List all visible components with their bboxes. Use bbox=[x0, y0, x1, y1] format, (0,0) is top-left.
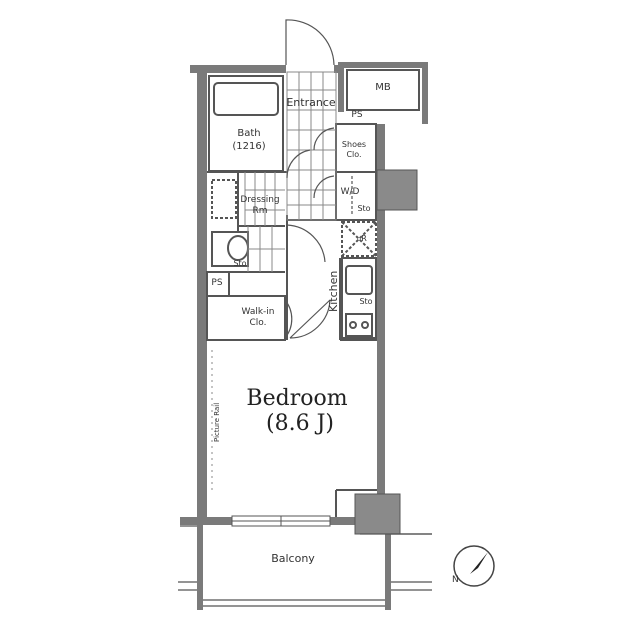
label-dressing: Dressing bbox=[240, 195, 280, 205]
kitchen-counter bbox=[341, 257, 377, 339]
bedroom-door bbox=[289, 299, 331, 339]
label-picture-rail: Picture Rail bbox=[213, 402, 221, 442]
label-north: N bbox=[452, 575, 459, 585]
label-dressing-rm: Rm bbox=[252, 206, 268, 216]
walkin-closet bbox=[206, 295, 286, 341]
burner-1 bbox=[349, 321, 357, 329]
balcony-rail bbox=[178, 525, 432, 607]
balcony-wall-right bbox=[385, 525, 391, 610]
windows bbox=[231, 515, 331, 527]
entrance-door bbox=[285, 19, 335, 66]
stove bbox=[345, 313, 373, 337]
columns bbox=[354, 169, 418, 535]
bath-door bbox=[286, 149, 311, 179]
mb-wall-left bbox=[338, 62, 344, 112]
label-ps-left: PS bbox=[211, 278, 223, 288]
mb-wall-top bbox=[338, 62, 428, 68]
label-refrigerator: R bbox=[361, 234, 367, 243]
column-bottom-right bbox=[354, 493, 401, 535]
burner-2 bbox=[361, 321, 369, 329]
walkin-door bbox=[284, 299, 293, 339]
fridge bbox=[341, 221, 377, 257]
bath-outline bbox=[208, 75, 284, 172]
compass-circle bbox=[453, 545, 495, 587]
label-ps-top: PS bbox=[351, 110, 363, 120]
toilet-bowl bbox=[227, 235, 249, 261]
label-wd: W/D bbox=[340, 187, 360, 197]
label-bath-size: (1216) bbox=[232, 141, 266, 152]
label-kitchen: Kitchen bbox=[327, 270, 340, 312]
label-bedroom: Bedroom bbox=[246, 386, 348, 411]
left-wall bbox=[197, 72, 207, 520]
doors bbox=[284, 19, 353, 339]
balcony-wall-left bbox=[197, 525, 203, 610]
mb-inner bbox=[346, 69, 420, 111]
top-wall-left bbox=[190, 65, 286, 73]
bottom-wall-left bbox=[180, 517, 232, 525]
label-bedroom-size: (8.6 J) bbox=[266, 411, 334, 436]
label-sto-kitchen: Sto bbox=[359, 297, 373, 306]
label-sto-wd: Sto bbox=[357, 204, 371, 213]
right-wall bbox=[377, 124, 385, 524]
label-sto-toilet: Sto bbox=[233, 259, 247, 268]
wd-door bbox=[313, 175, 335, 199]
dressing-sink bbox=[211, 179, 237, 219]
entrance-tiles bbox=[244, 71, 337, 272]
compass bbox=[453, 545, 495, 587]
mb-wall-right bbox=[422, 62, 428, 124]
label-bath: Bath bbox=[237, 128, 261, 139]
bathtub bbox=[213, 82, 279, 116]
label-walkin: Walk-in bbox=[241, 307, 275, 317]
column-top-right bbox=[376, 169, 418, 211]
label-shoes: Shoes bbox=[341, 140, 367, 149]
bottom-wall-right bbox=[330, 517, 360, 525]
label-entrance: Entrance bbox=[286, 96, 336, 109]
walls bbox=[180, 62, 428, 610]
compass-needle bbox=[470, 552, 488, 574]
label-shoes-clo: Clo. bbox=[346, 150, 362, 159]
shoes-door bbox=[313, 127, 335, 151]
label-mb: MB bbox=[375, 82, 391, 93]
sink bbox=[345, 265, 373, 295]
label-balcony: Balcony bbox=[271, 552, 315, 565]
hall-door bbox=[286, 224, 326, 265]
label-walkin-clo: Clo. bbox=[249, 318, 267, 328]
